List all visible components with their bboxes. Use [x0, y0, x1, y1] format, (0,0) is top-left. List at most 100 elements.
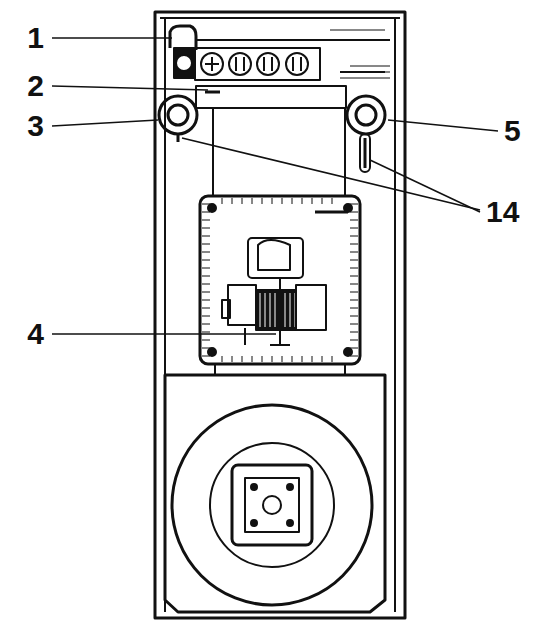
drawing-stroke: [159, 96, 197, 134]
drawing-stroke: [242, 356, 243, 362]
drawing-stroke: [282, 198, 283, 204]
drawing-stroke: [388, 120, 498, 131]
drawing-stroke: [244, 328, 246, 345]
drawing-stroke: [263, 57, 265, 71]
drawing-stroke: [210, 443, 334, 567]
callout-number: 5: [502, 116, 523, 146]
mounting-bracket: [196, 72, 385, 196]
drawing-stroke: [202, 260, 210, 261]
drawing-stroke: [248, 238, 303, 278]
drawing-stroke: [347, 96, 385, 134]
drawing-stroke: [275, 293, 276, 327]
drawing-stroke: [160, 17, 400, 19]
drawing-stroke: [296, 285, 326, 330]
leader-lines: [52, 38, 498, 334]
drawing-stroke: [165, 375, 385, 612]
callout-number: 14: [484, 197, 521, 227]
left-pulley: [159, 96, 197, 142]
drawing-stroke: [356, 105, 376, 125]
terminal-strip: [195, 30, 390, 80]
drawing-stroke: [272, 198, 273, 204]
drawing-stroke: [202, 198, 358, 362]
drawing-stroke: [292, 356, 293, 362]
drawing-stroke: [350, 236, 358, 237]
drawing-stroke: [270, 293, 271, 327]
drawing-stroke: [202, 316, 210, 317]
drawing-stroke: [350, 332, 358, 333]
switch-part: [170, 26, 196, 78]
drawing-stroke: [202, 276, 210, 277]
drawing-stroke: [344, 108, 346, 196]
drawing-stroke: [282, 356, 283, 362]
drawing-stroke: [202, 244, 210, 245]
drawing-stroke: [350, 308, 358, 309]
drawing-stroke: [287, 484, 293, 490]
drawing-stroke: [350, 268, 358, 269]
drawing-stroke: [312, 356, 313, 362]
drawing-stroke: [350, 220, 358, 221]
drawing-stroke: [344, 364, 346, 375]
drawing-stroke: [350, 292, 358, 293]
drawing-stroke: [332, 198, 333, 204]
callout-number: 2: [25, 71, 46, 101]
drawing-stroke: [182, 138, 480, 210]
drawing-stroke: [394, 18, 396, 612]
drawing-stroke: [292, 198, 293, 204]
drawing-stroke: [290, 293, 291, 327]
drawing-stroke: [211, 57, 213, 71]
drawing-stroke: [242, 198, 243, 204]
drawing-stroke: [270, 278, 290, 345]
drawing-stroke: [202, 324, 210, 325]
drawing-stroke: [232, 198, 233, 204]
drawing-stroke: [300, 57, 302, 71]
drawing-stroke: [202, 252, 210, 253]
drawing-stroke: [232, 465, 312, 545]
drawing-stroke: [243, 57, 245, 71]
drawing-stroke: [170, 26, 196, 50]
drawing-stroke: [262, 198, 263, 204]
drawing-stroke: [350, 324, 358, 325]
drawing-stroke: [222, 198, 223, 204]
drawing-stroke: [202, 340, 210, 341]
drawing-stroke: [52, 333, 276, 335]
drawing-stroke: [235, 57, 237, 71]
drawing-stroke: [202, 268, 210, 269]
right-pulley: [347, 96, 385, 172]
drawing-stroke: [229, 53, 251, 75]
drawing-stroke: [252, 198, 253, 204]
drawing-stroke: [214, 364, 216, 375]
motor: [222, 238, 326, 345]
drawing-stroke: [176, 55, 192, 71]
drawing-stroke: [202, 284, 210, 285]
drawing-stroke: [202, 228, 210, 229]
drawing-stroke: [272, 356, 273, 362]
drawing-stroke: [344, 348, 352, 356]
drawing-stroke: [330, 30, 385, 31]
drawing-stroke: [202, 236, 210, 237]
drawing-stroke: [52, 37, 172, 39]
drawing-stroke: [205, 91, 220, 94]
drawing-stroke: [292, 57, 294, 71]
drawing-stroke: [195, 39, 390, 41]
drawing-stroke: [286, 53, 308, 75]
drawing-stroke: [251, 520, 257, 526]
drawing-stroke: [208, 204, 216, 212]
drawing-stroke: [222, 300, 230, 318]
pump-housing: [200, 196, 360, 364]
drawing-stroke: [174, 48, 194, 78]
drawing-stroke: [340, 71, 385, 73]
drawing-stroke: [350, 252, 358, 253]
drawing-stroke: [252, 356, 253, 362]
drawing-stroke: [256, 290, 296, 330]
drawing-stroke: [260, 293, 295, 327]
drawing-stroke: [52, 86, 208, 90]
callout-number: 3: [25, 111, 46, 141]
drawing-stroke: [208, 348, 216, 356]
drawing-stroke: [202, 332, 210, 333]
drawing-stroke: [271, 57, 273, 71]
drawing-stroke: [350, 276, 358, 277]
drawing-stroke: [260, 293, 261, 327]
housing: [155, 12, 405, 618]
drawing-stroke: [257, 53, 279, 75]
